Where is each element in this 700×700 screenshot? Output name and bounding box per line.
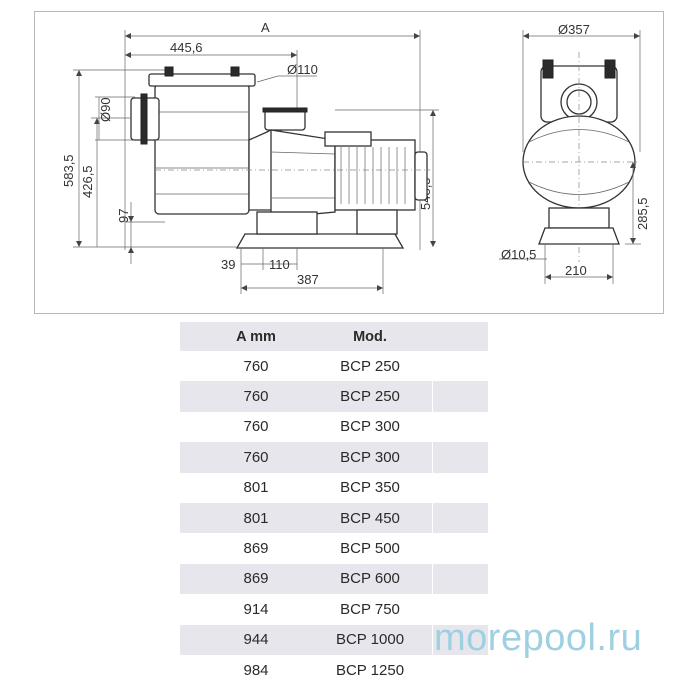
cell-model: BCP 350: [340, 479, 400, 497]
dim-d90-label: Ø90: [98, 97, 113, 122]
table-header-row: A mm Mod.: [180, 322, 488, 351]
dim-387-label: 387: [297, 272, 319, 287]
table-row: 869 BCP 500: [180, 533, 488, 563]
table-row: 869 BCP 600: [180, 563, 488, 595]
table-row: 801 BCP 450: [180, 502, 488, 534]
cell-model: BCP 600: [340, 570, 400, 588]
cell-model: BCP 250: [340, 357, 400, 375]
table-row: 984 BCP 1250: [180, 655, 488, 685]
header-model: Mod.: [353, 328, 387, 345]
table-row: 914 BCP 750: [180, 594, 488, 624]
dim-285-5-label: 285,5: [635, 197, 650, 230]
table-row: 944 BCP 1000: [180, 624, 488, 656]
dim-a-label: A: [261, 20, 270, 35]
dim-d357-label: Ø357: [558, 22, 590, 37]
cell-model: BCP 300: [340, 448, 400, 466]
cell-model: BCP 450: [340, 509, 400, 527]
cell-a-mm: 760: [243, 357, 269, 375]
technical-drawing: A 445,6 Ø110 583,5 426,5 Ø90: [34, 11, 664, 314]
table-row: 760 BCP 250: [180, 381, 488, 413]
dim-d110-label: Ø110: [287, 62, 318, 77]
table-row: 760 BCP 300: [180, 412, 488, 442]
cell-a-mm: 760: [243, 418, 269, 436]
dim-445-6-label: 445,6: [170, 40, 203, 55]
dim-97-label: 97: [116, 209, 131, 223]
cell-a-mm: 760: [243, 448, 269, 466]
cell-model: BCP 300: [340, 418, 400, 436]
cell-a-mm: 914: [243, 600, 269, 618]
pump-diagram: A 445,6 Ø110 583,5 426,5 Ø90: [61, 20, 650, 294]
dim-d10-5-label: Ø10,5: [501, 247, 536, 262]
cell-model: BCP 1250: [335, 661, 405, 679]
dim-39-label: 39: [221, 257, 235, 272]
cell-model: BCP 500: [340, 540, 400, 558]
dim-210-label: 210: [565, 263, 587, 278]
site-watermark: morepool.ru: [434, 617, 643, 659]
cell-a-mm: 869: [243, 540, 269, 558]
cell-a-mm: 944: [243, 631, 269, 649]
dim-426-5-label: 426,5: [80, 165, 95, 198]
cell-a-mm: 760: [243, 388, 269, 406]
dim-583-5-label: 583,5: [61, 154, 76, 187]
cell-a-mm: 984: [243, 661, 269, 679]
cell-a-mm: 801: [243, 479, 269, 497]
model-spec-table: A mm Mod. 760 BCP 250 760 BCP 250 760 BC…: [180, 322, 488, 685]
table-row: 801 BCP 350: [180, 473, 488, 503]
cell-model: BCP 1000: [335, 631, 405, 649]
cell-model: BCP 250: [340, 388, 400, 406]
pump-front-view: Ø357 285,5 Ø10,5: [499, 22, 650, 284]
header-a-mm: A mm: [236, 328, 276, 345]
cell-a-mm: 869: [243, 570, 269, 588]
dim-110-label: 110: [269, 257, 290, 272]
cell-model: BCP 750: [340, 600, 400, 618]
table-row: 760 BCP 300: [180, 442, 488, 473]
cell-a-mm: 801: [243, 509, 269, 527]
pump-side-view: A 445,6 Ø110 583,5 426,5 Ø90: [61, 20, 439, 294]
table-row: 760 BCP 250: [180, 351, 488, 381]
